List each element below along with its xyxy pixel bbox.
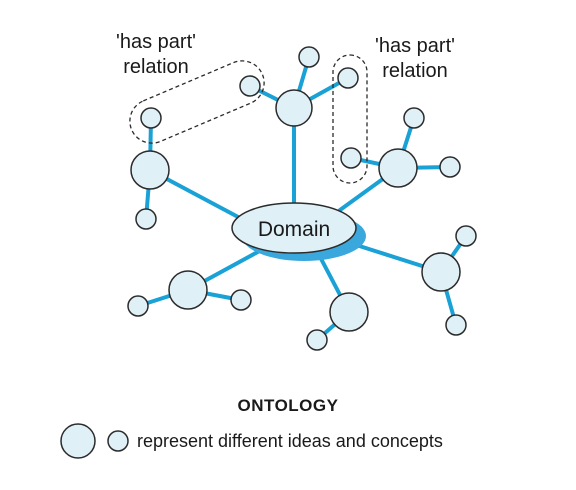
node-bottom-left-hub: [168, 270, 208, 310]
diagram-title: ONTOLOGY: [238, 396, 339, 415]
legend-large-node-icon: [60, 423, 96, 459]
right-has-part-grouping: [332, 54, 368, 184]
node-right-left: [340, 147, 362, 169]
node-top-hub: [275, 89, 313, 127]
domain-label: Domain: [258, 218, 330, 241]
left-has-part-grouping: [129, 60, 265, 144]
nodes: [127, 46, 477, 351]
node-left-lower: [135, 208, 157, 230]
node-far-right-upper: [455, 225, 477, 247]
node-left-upper: [140, 107, 162, 129]
domain-node: Domain: [231, 202, 366, 261]
relation-labels: 'has part' relation 'has part' relation: [116, 31, 455, 82]
left-relation-label-line2: relation: [123, 56, 189, 78]
legend-small-node-icon: [107, 430, 129, 452]
node-top-right: [337, 67, 359, 89]
node-top-left: [239, 75, 261, 97]
node-left-hub: [130, 150, 170, 190]
right-relation-label-line1: 'has part': [375, 35, 455, 57]
node-bottom-hub: [329, 292, 369, 332]
node-right-hub: [378, 148, 418, 188]
node-top-upper: [298, 46, 320, 68]
node-bottom-left-left: [127, 295, 149, 317]
legend-text: represent different ideas and concepts: [137, 431, 443, 451]
left-relation-label-line1: 'has part': [116, 31, 196, 53]
right-relation-label-line2: relation: [382, 60, 448, 82]
node-right-upper: [403, 107, 425, 129]
node-far-right-hub: [421, 252, 461, 292]
has-part-groupings: [129, 54, 368, 184]
legend: represent different ideas and concepts: [60, 423, 443, 459]
node-far-right-lower: [445, 314, 467, 336]
domain-ellipse: [231, 202, 357, 254]
node-bottom-lower: [306, 329, 328, 351]
node-right-right: [439, 156, 461, 178]
node-bottom-left-right: [230, 289, 252, 311]
